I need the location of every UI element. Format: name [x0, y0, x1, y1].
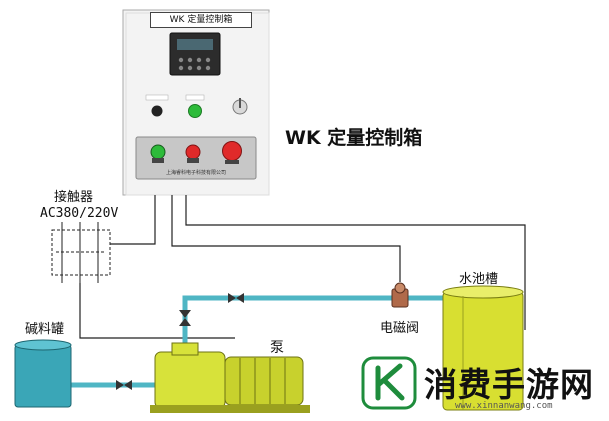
pump-base: [150, 405, 310, 413]
diagram-title: WK 定量控制箱: [285, 127, 423, 149]
pipe-upper: [182, 295, 450, 350]
wire-tank-level: [185, 195, 526, 330]
key-slot: [239, 98, 241, 108]
red-button: [185, 144, 201, 160]
pump-outlet: [171, 342, 199, 356]
contactor-voltage: AC380/220V: [40, 206, 119, 221]
contactor-label: 接触器: [54, 190, 94, 205]
valve: [116, 380, 124, 390]
display-key: [196, 65, 202, 71]
control-box-title: WK 定量控制箱: [150, 12, 252, 28]
button-base: [187, 158, 199, 163]
valve: [179, 310, 191, 318]
panel-company-text: 上海睿科电子科技有限公司: [166, 169, 226, 176]
switch-label-plate: [145, 94, 169, 101]
display-screen: [177, 39, 213, 50]
watermark-text: 消费手游网: [424, 365, 594, 404]
valve: [179, 318, 191, 326]
watermark-url: www.xinnanwang.com: [455, 401, 553, 411]
display-key: [178, 57, 184, 63]
left-tank-top: [14, 339, 72, 351]
left-tank: [14, 344, 72, 408]
lamp-label-plate: [185, 94, 205, 101]
wire-valve: [171, 195, 401, 282]
display-key: [178, 65, 184, 71]
button-base: [152, 158, 164, 163]
selector-switch: [151, 105, 163, 117]
display-key: [196, 57, 202, 63]
green-button: [150, 144, 166, 160]
valve: [236, 293, 244, 303]
display-key: [205, 65, 211, 71]
pump-motor: [224, 356, 304, 406]
wire-contactor: [110, 195, 156, 245]
green-lamp: [188, 104, 202, 118]
solenoid-valve-label: 电磁阀: [380, 321, 420, 336]
emergency-stop-button: [222, 141, 242, 161]
logo-k-icon: [375, 363, 405, 401]
button-base: [225, 160, 239, 164]
pump-label: 泵: [270, 340, 284, 356]
right-tank-top: [442, 285, 524, 299]
left-tank-label: 碱料罐: [25, 322, 65, 337]
right-tank-label: 水池槽: [459, 272, 499, 287]
valve: [124, 380, 132, 390]
solenoid-valve-coil: [394, 282, 406, 294]
wire-pump: [79, 283, 235, 339]
display-key: [205, 57, 211, 63]
display-key: [187, 65, 193, 71]
valve: [228, 293, 236, 303]
pump-body: [154, 351, 226, 409]
display-key: [187, 57, 193, 63]
